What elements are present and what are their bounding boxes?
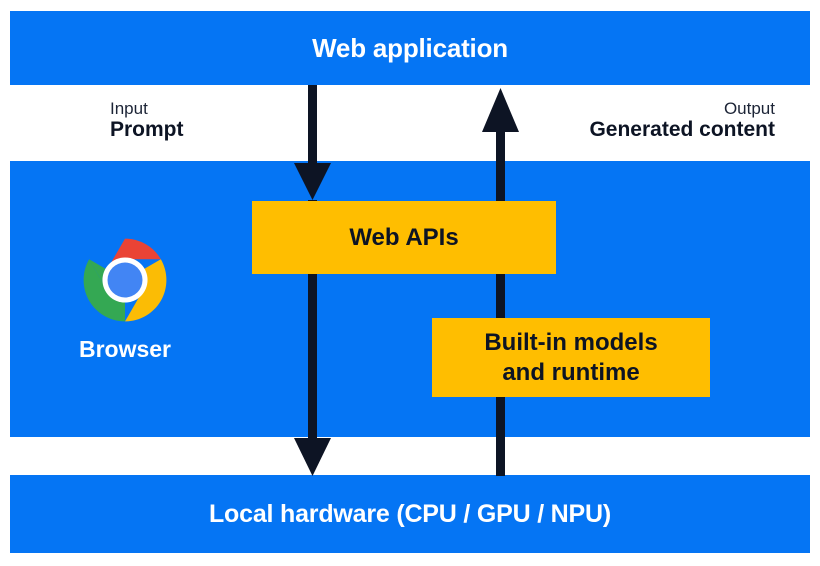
input-annotation: Input Prompt — [110, 99, 184, 142]
input-caption: Input — [110, 99, 148, 118]
output-value: Generated content — [589, 118, 775, 142]
browser-identity-group: Browser — [55, 228, 195, 368]
local-hardware-label: Local hardware (CPU / GPU / NPU) — [208, 499, 611, 528]
web-apis-box: Web APIs — [252, 201, 556, 274]
browser-label: Browser — [78, 336, 172, 362]
web-application-label: Web application — [312, 32, 508, 63]
chrome-logo-icon — [83, 238, 167, 322]
built-in-models-box: Built-in models and runtime — [432, 318, 710, 397]
local-hardware-layer: Local hardware (CPU / GPU / NPU) — [10, 475, 810, 553]
web-apis-label: Web APIs — [349, 223, 459, 251]
built-in-models-label: Built-in models and runtime — [484, 329, 658, 386]
input-value: Prompt — [110, 118, 184, 142]
io-annotation-band: Input Prompt Output Generated content — [10, 85, 810, 161]
output-annotation: Output Generated content — [589, 99, 775, 142]
web-application-layer: Web application — [10, 11, 810, 85]
output-caption: Output — [723, 99, 775, 118]
